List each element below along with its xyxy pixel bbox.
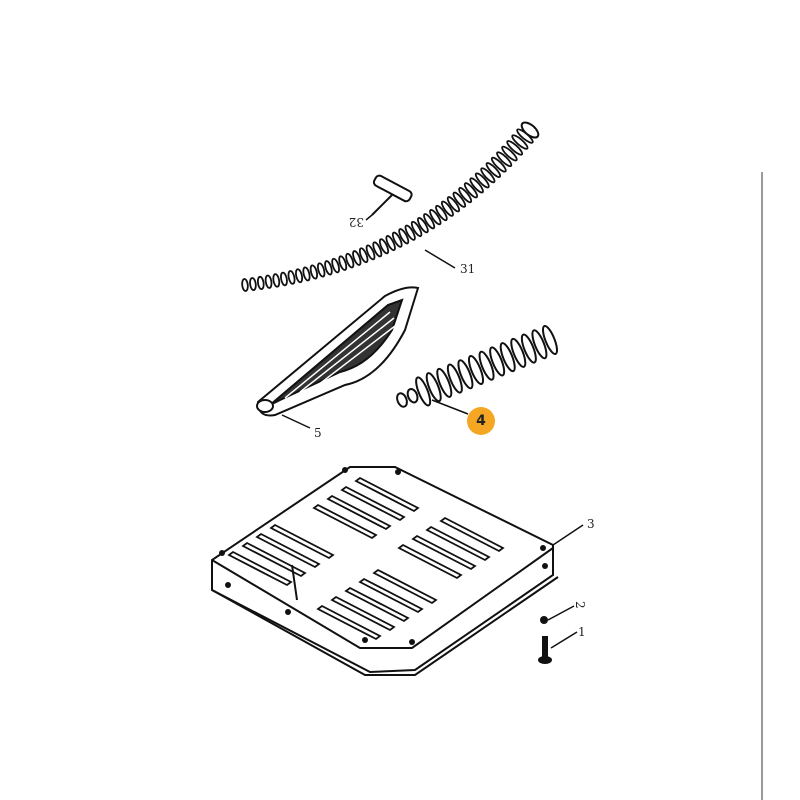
hose-ring — [331, 257, 340, 274]
auger-flight — [415, 376, 432, 407]
hose-ring — [241, 278, 249, 292]
plate-slot — [312, 503, 378, 540]
leader-2 — [547, 605, 575, 621]
part-3-plate[interactable] — [211, 466, 559, 676]
auger-flight — [436, 367, 453, 398]
hose-ring — [338, 255, 348, 271]
hose-ring — [385, 235, 396, 252]
hose-ring — [469, 177, 484, 194]
hose-ring — [264, 274, 273, 289]
hose-ring — [452, 191, 467, 208]
hose-ring — [391, 231, 403, 248]
hose-ring — [302, 266, 311, 282]
hose-ring — [458, 187, 473, 204]
auger-flight — [396, 392, 408, 408]
plate-slot — [425, 525, 491, 562]
hose-ring — [423, 213, 436, 230]
label-2: 2 — [573, 601, 587, 609]
leader-31 — [424, 249, 456, 269]
plate-slot — [358, 577, 424, 614]
plate-slot — [269, 523, 335, 560]
hose-ring — [316, 262, 326, 278]
auger-flight — [406, 388, 419, 404]
plate-slot — [241, 541, 307, 578]
auger-flight — [510, 337, 527, 368]
plate-slot — [344, 586, 410, 623]
hose-ring — [435, 204, 448, 222]
plate-slot — [397, 543, 463, 580]
hose-ring — [410, 220, 423, 238]
hose-ring — [365, 244, 376, 261]
part-31-hose[interactable] — [241, 120, 541, 292]
hose-ring — [496, 151, 513, 168]
part-4-auger[interactable] — [395, 324, 560, 408]
hose-ring — [511, 134, 529, 150]
label-31: 31 — [460, 262, 475, 276]
auger-flight — [446, 363, 463, 394]
leader-32 — [365, 214, 373, 221]
plate-slot — [372, 568, 438, 605]
plate-slot — [326, 494, 392, 531]
hose-ring — [417, 217, 429, 234]
part-32-key[interactable] — [371, 174, 413, 216]
auger-flight — [520, 333, 537, 364]
hose-ring — [429, 209, 442, 226]
auger-flight — [531, 329, 548, 360]
hose-ring — [272, 273, 281, 288]
hose-ring — [474, 172, 490, 189]
hose-ring — [358, 247, 369, 264]
auger-flight — [489, 346, 506, 377]
auger-flight — [499, 342, 516, 373]
hose-ring — [309, 264, 319, 280]
auger-flight — [457, 359, 474, 390]
hose-ring — [295, 268, 304, 284]
hose-ring — [249, 277, 257, 291]
hose-ring — [280, 271, 288, 287]
auger-flight — [542, 324, 558, 356]
hose-ring — [352, 250, 362, 266]
plate-slot — [255, 532, 321, 569]
hose-ring — [490, 156, 507, 173]
plate-slot — [354, 476, 420, 513]
auger-flight — [478, 350, 495, 381]
hose-ring — [345, 252, 355, 269]
hose-ring — [506, 140, 524, 156]
leader-1 — [550, 631, 578, 649]
part-2-washer[interactable] — [540, 616, 548, 624]
hose-ring — [446, 196, 461, 213]
leader-5 — [281, 414, 311, 429]
plate-slot — [330, 595, 396, 632]
hose-ring — [378, 238, 390, 255]
leader-4 — [431, 399, 469, 415]
auger-flight — [425, 372, 442, 403]
divider-line — [761, 172, 763, 800]
label-1: 1 — [578, 625, 586, 639]
plate-slot — [316, 604, 382, 641]
leader-3 — [552, 524, 584, 546]
auger-flight — [468, 354, 484, 386]
highlight-badge-4[interactable]: 4 — [467, 407, 495, 435]
hose-ring — [372, 241, 383, 258]
hose-ring — [256, 275, 265, 290]
hose-ring — [398, 228, 410, 245]
plate-slot — [227, 550, 293, 587]
hose-ring — [463, 182, 479, 199]
hose-ring — [404, 224, 416, 241]
hose-ring — [324, 260, 333, 276]
plate-slot — [411, 534, 477, 571]
hose-ring — [287, 270, 296, 285]
label-32: 32 — [349, 215, 364, 229]
part-5-blade[interactable] — [256, 286, 420, 417]
hose-ring — [501, 145, 518, 162]
hose-ring — [480, 167, 496, 184]
hose-ring — [440, 200, 454, 217]
label-5: 5 — [314, 426, 322, 440]
plate-slot — [340, 485, 406, 522]
hose-ring — [485, 162, 502, 178]
part-1-bolt[interactable] — [538, 636, 552, 664]
plate-slot — [439, 516, 505, 553]
label-3: 3 — [587, 517, 595, 531]
